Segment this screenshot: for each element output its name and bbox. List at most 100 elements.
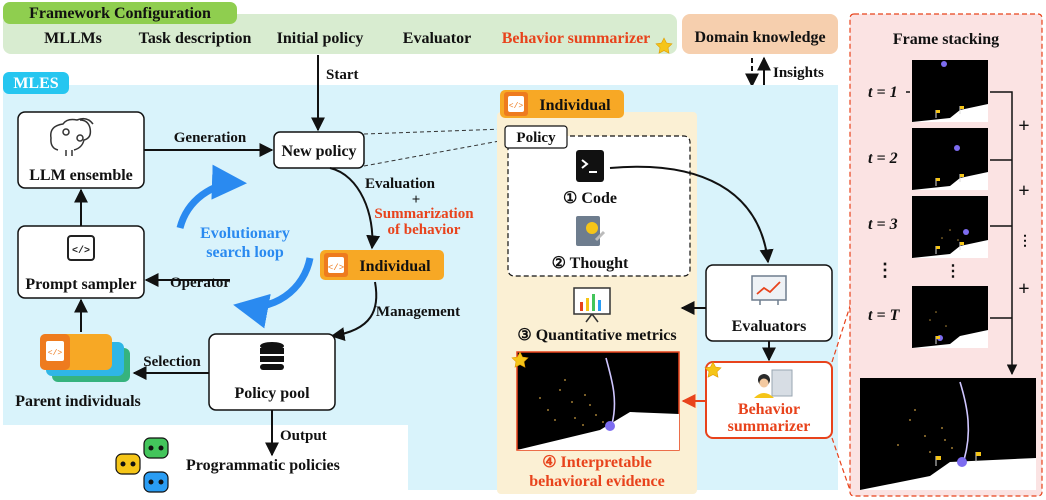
behavior-evidence-image: [516, 351, 680, 451]
parent-individuals-label: Parent individuals: [15, 393, 141, 410]
t3-label: t = 3: [868, 216, 898, 233]
prompt-sampler-label: Prompt sampler: [25, 276, 136, 293]
new-policy-box: [273, 131, 365, 169]
summarization-label-2: of behavior: [388, 222, 461, 238]
star-icon: [655, 37, 673, 54]
t1-label: t = 1: [868, 84, 898, 101]
frame-image-t2: [912, 128, 988, 190]
code-icon: </>: [48, 349, 63, 358]
frame-image-t3: [912, 196, 988, 258]
chart-icon: [573, 287, 611, 323]
framework-config: Framework Configuration MLLMs Task descr…: [3, 2, 677, 54]
loop-arc-bottom: [233, 257, 314, 329]
start-label: Start: [326, 67, 359, 83]
database-icon: [260, 342, 284, 370]
frame-image-tT: [912, 286, 988, 348]
evaluators-label: Evaluators: [732, 318, 807, 335]
item-evaluator: Evaluator: [403, 30, 471, 47]
individual-mid: </> Individual: [320, 250, 444, 280]
individual-mid-label: Individual: [359, 258, 431, 275]
stacking-bracket-arrow: [990, 91, 1018, 376]
management-arrow: [330, 281, 378, 342]
loop-label-1: Evolutionary: [200, 225, 290, 242]
parent-individuals: </> Parent individuals: [15, 334, 141, 410]
individual-panel-title: Individual: [539, 97, 611, 114]
star-icon: [511, 351, 529, 368]
plus-1: +: [1018, 115, 1029, 137]
output-label: Output: [280, 428, 327, 444]
evaluators-box: Evaluators: [705, 264, 833, 342]
llm-ensemble-label: LLM ensemble: [29, 167, 133, 184]
loop-arc-top: [176, 164, 247, 229]
domain-knowledge: Domain knowledge Insights: [682, 14, 838, 88]
vdots-middle: ⋮: [945, 263, 961, 280]
generation-label: Generation: [174, 130, 247, 146]
code-icon: </>: [328, 263, 344, 273]
evaluation-arrow: [329, 167, 381, 250]
mles-title: MLES: [13, 75, 58, 92]
robot-icon-blue: [143, 471, 169, 493]
evolutionary-loop: Evolutionary search loop: [176, 164, 314, 329]
code-icon: </>: [509, 102, 524, 111]
robot-icon-green: [143, 437, 169, 459]
summarizer-person-icon: [754, 369, 793, 398]
brain-icon: [50, 117, 94, 156]
thought-icon: [576, 216, 606, 246]
new-policy-label: New policy: [281, 143, 356, 160]
mles-title-bg: [3, 72, 69, 94]
summarizer-label-1: Behavior: [738, 401, 800, 418]
item-initial-policy: Initial policy: [277, 30, 364, 47]
stacked-frame-image: [860, 378, 1036, 490]
plus-2: +: [1018, 180, 1029, 202]
code-label: ① Code: [563, 190, 617, 207]
summarizer-label-2: summarizer: [728, 418, 811, 435]
individual-panel: </> Individual Policy ① Code ② Thought ③…: [497, 90, 697, 494]
robot-icons: [115, 437, 169, 493]
vdots-left: ⋮: [876, 260, 894, 280]
policy-pool-label: Policy pool: [234, 385, 310, 402]
metrics-label: ③ Quantitative metrics: [517, 327, 676, 344]
behavior-summarizer-box: Behavior summarizer: [705, 361, 833, 439]
selection-label: Selection: [143, 354, 201, 370]
policy-label: Policy: [516, 130, 556, 146]
t2-label: t = 2: [868, 150, 898, 167]
programmatic-policies-label: Programmatic policies: [186, 457, 340, 474]
item-mllms: MLLMs: [44, 30, 102, 47]
dashed-connector-bottom: [363, 139, 506, 167]
evidence-label-1: ④ Interpretable: [542, 454, 652, 471]
prompt-sampler-box: </> Prompt sampler: [17, 225, 145, 299]
loop-label-2: search loop: [206, 244, 284, 261]
svg-text:</>: </>: [72, 245, 90, 257]
domain-knowledge-label: Domain knowledge: [694, 29, 825, 46]
framework-config-title: Framework Configuration: [29, 5, 211, 22]
llm-ensemble-box: LLM ensemble: [17, 111, 145, 189]
code-window-icon: [67, 235, 95, 261]
dashed-connector-top: [363, 128, 506, 135]
dashed-red-connector-top: [831, 299, 853, 363]
summarization-label-1: Summarization: [374, 206, 474, 222]
plus-3: +: [1018, 278, 1029, 300]
tT-label: t = T: [868, 307, 901, 324]
star-icon: [704, 361, 722, 378]
frame-image-t1: [912, 60, 988, 122]
framework-config-title-bg: [3, 2, 237, 24]
frame-stacking-title: Frame stacking: [893, 31, 999, 48]
code-to-evaluators-arrow: [609, 165, 774, 264]
dashed-red-connector-bottom: [831, 437, 853, 497]
policy-tag: [504, 125, 568, 149]
robot-icon-yellow: [115, 453, 141, 475]
thought-label: ② Thought: [552, 255, 629, 272]
plus-sign: +: [412, 192, 421, 208]
terminal-icon: [576, 150, 604, 182]
frame-stacking-panel: Frame stacking t = 1 t = 2 t = 3 ⋮ t = T: [849, 13, 1043, 497]
item-task-description: Task description: [139, 30, 252, 47]
policy-pool-box: Policy pool: [208, 333, 336, 411]
operator-label: Operator: [170, 275, 230, 291]
evidence-label-2: behavioral evidence: [529, 473, 665, 490]
evaluation-label: Evaluation: [365, 176, 436, 192]
policy-dashed-box: [507, 135, 691, 277]
management-label: Management: [376, 304, 460, 320]
presentation-chart-icon: [751, 275, 787, 305]
insights-label: Insights: [773, 65, 824, 81]
